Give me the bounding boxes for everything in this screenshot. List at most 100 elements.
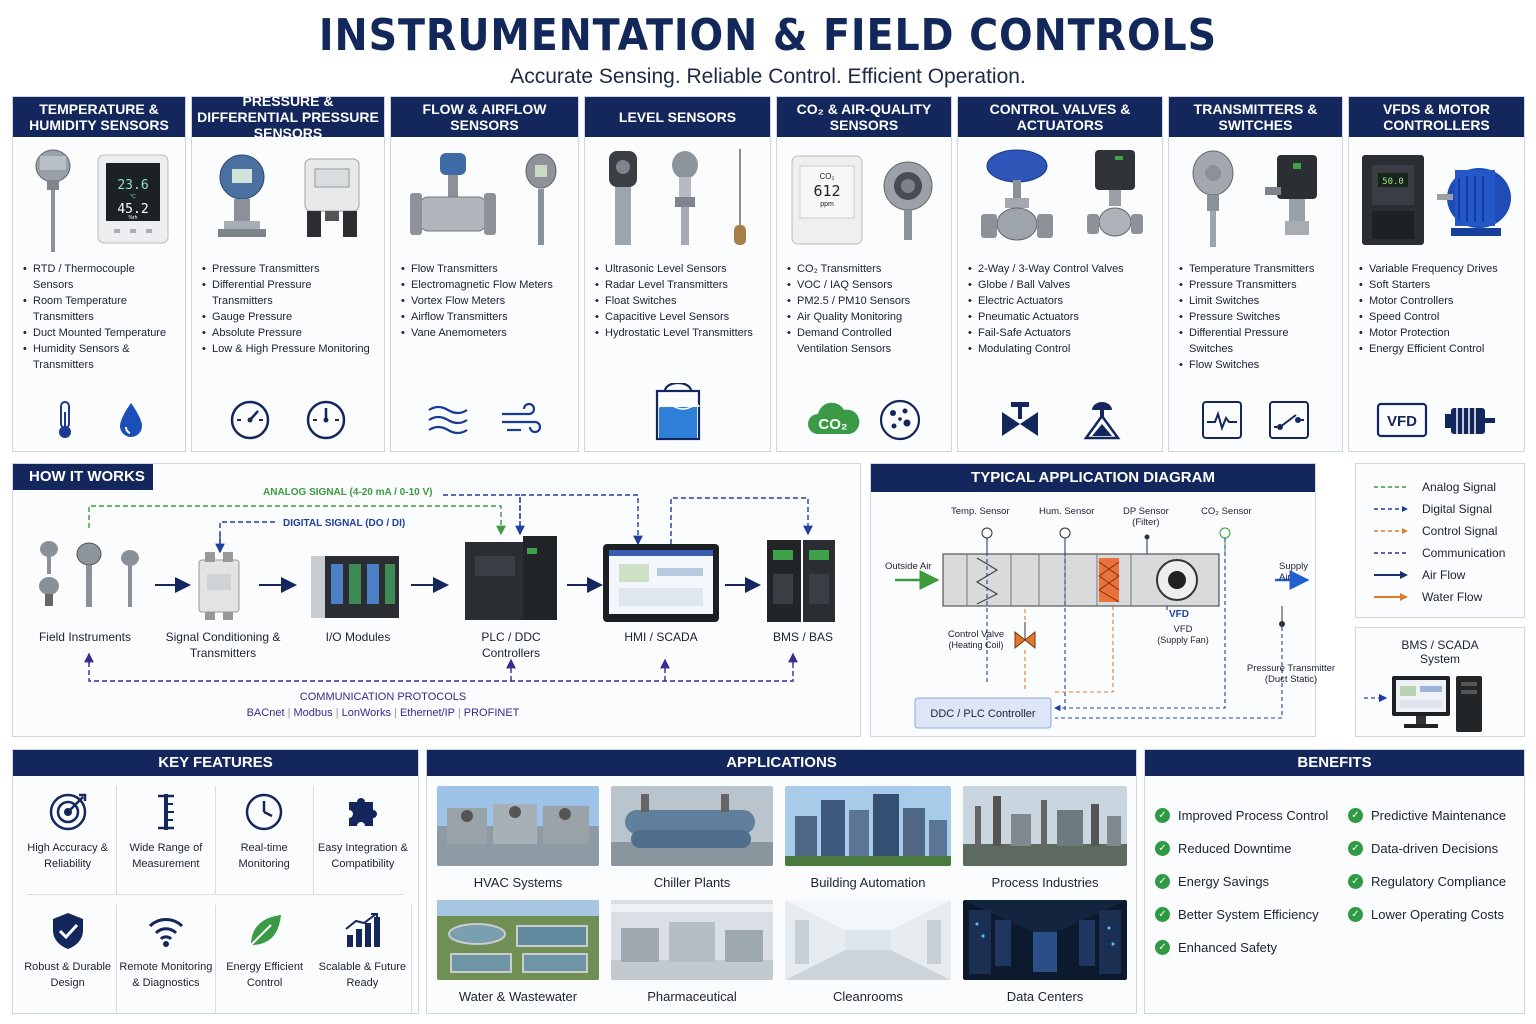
list-item: Humidity Sensors & Transmitters: [23, 341, 175, 373]
communication-line: [88, 654, 794, 682]
check-icon: ✓: [1155, 874, 1170, 889]
list-item: Float Switches: [595, 293, 760, 309]
ruler-icon: [157, 794, 174, 830]
humidity-display-image: 23.6 °C 45.2 %rh: [97, 154, 169, 244]
analog-signal-label: ANALOG SIGNAL (4-20 mA / 0-10 V): [263, 487, 433, 498]
node-signal-conditioning: Signal Conditioning & Transmitters: [165, 630, 281, 660]
wifi-icon: [148, 918, 183, 947]
feature-energy-efficient: Energy Efficient Control: [216, 905, 314, 1013]
plc-ddc-controller-image: [465, 536, 557, 620]
temp-sensor-label: Temp. Sensor: [951, 506, 1010, 517]
target-icon: [49, 793, 86, 831]
list-item: Gauge Pressure: [202, 309, 374, 325]
flow-waves-icon: [428, 405, 468, 435]
filter-element: [975, 557, 999, 605]
thermometer-icon: [58, 401, 71, 438]
category-vfds: VFDS & MOTOR CONTROLLERS 50.0 Variable F…: [1348, 96, 1525, 452]
outside-air-label: Outside Air: [885, 561, 932, 572]
category-level: LEVEL SENSORS Ultrasonic Level Sensors R…: [584, 96, 771, 452]
vfd-drive-image: 50.0: [1362, 155, 1425, 245]
water-wastewater-image: [437, 900, 599, 980]
ddc-plc-controller-box: [914, 697, 1052, 729]
benefit-item: ✓Improved Process Control: [1155, 808, 1328, 823]
list-item: Motor Protection: [1359, 325, 1514, 341]
pressure-transmitter-image: [217, 154, 266, 237]
list-item: Electromagnetic Flow Meters: [401, 277, 568, 293]
pressure-gauge-icon: [306, 400, 346, 440]
growth-chart-icon: [345, 913, 381, 947]
ultrasonic-sensor-image: [609, 151, 638, 245]
cleanrooms-image: [785, 900, 951, 980]
digital-signal-line: [219, 521, 276, 552]
display-temp: 23.6: [117, 178, 148, 193]
protocol-profinet: PROFINET: [463, 707, 520, 719]
co2-sensor-label: CO₂ Sensor: [1201, 506, 1252, 517]
feature-wide-range: Wide Range of Measurement: [117, 786, 216, 894]
list-item: Low & High Pressure Monitoring: [202, 341, 374, 357]
category-title: FLOW & AIRFLOW SENSORS: [391, 97, 578, 137]
application-data-centers: Data Centers: [963, 900, 1127, 1004]
category-valves: CONTROL VALVES & ACTUATORS 2-Way / 3-Way…: [957, 96, 1163, 452]
category-transmitters: TRANSMITTERS & SWITCHES Temperature Tran…: [1168, 96, 1343, 452]
category-title: VFDS & MOTOR CONTROLLERS: [1349, 97, 1524, 137]
node-plc-ddc: PLC / DDC Controllers: [481, 630, 541, 660]
legend-analog: Analog Signal: [1374, 480, 1497, 494]
list-item: Differential Pressure Transmitters: [202, 277, 374, 309]
building-automation-image: [785, 786, 951, 866]
benefit-item: ✓Lower Operating Costs: [1348, 907, 1504, 922]
flow-meter-image: [410, 153, 497, 235]
tank-level-icon: [655, 383, 700, 441]
co2-value: 612: [813, 182, 840, 200]
bms-scada-system-box: BMS / SCADA System: [1355, 627, 1525, 737]
differential-pressure-image: [304, 158, 359, 237]
svg-text:CO₂: CO₂: [818, 416, 847, 433]
legend-digital: Digital Signal: [1356, 498, 1524, 520]
list-item: VOC / IAQ Sensors: [787, 277, 941, 293]
benefit-item: ✓Energy Savings: [1155, 874, 1269, 889]
application-water-wastewater: Water & Wastewater: [437, 900, 599, 1004]
key-features-title: KEY FEATURES: [13, 750, 418, 776]
application-building-automation: Building Automation: [785, 786, 951, 890]
field-instruments-image: [39, 541, 139, 607]
signal-monitor-icon: [1202, 401, 1243, 439]
application-diagram-panel: TYPICAL APPLICATION DIAGRAM: [870, 463, 1335, 737]
node-io-modules: I/O Modules: [325, 630, 391, 644]
list-item: Motor Controllers: [1359, 293, 1514, 309]
clock-icon: [245, 793, 283, 831]
legend-air-flow: Air Flow: [1356, 564, 1524, 586]
feature-remote-monitoring: Remote Monitoring & Diagnostics: [117, 905, 216, 1013]
list-item: 2-Way / 3-Way Control Valves: [968, 261, 1152, 277]
category-items: Pressure Transmitters Differential Press…: [192, 261, 384, 395]
svg-text:°C: °C: [130, 194, 136, 200]
application-hvac: HVAC Systems: [437, 786, 599, 890]
dp-sensor-label: DP Sensor (Filter): [1123, 506, 1169, 528]
particles-icon: [879, 399, 921, 441]
application-cleanrooms: Cleanrooms: [785, 900, 951, 1004]
how-it-works-connections: [39, 494, 835, 682]
list-item: Capacitive Level Sensors: [595, 309, 760, 325]
water-drop-icon: [119, 403, 142, 437]
co2-cloud-icon: CO₂: [808, 402, 860, 434]
list-item: Pressure Transmitters: [202, 261, 374, 277]
protocols-list: BACnet | Modbus | LonWorks | Ethernet/IP…: [246, 707, 520, 719]
list-item: Vortex Flow Meters: [401, 293, 568, 309]
supply-air-label: Supply Air: [1279, 561, 1309, 583]
hum-sensor-label: Hum. Sensor: [1039, 506, 1095, 517]
actuator-icon: [1083, 402, 1120, 440]
node-hmi-scada: HMI / SCADA: [624, 630, 698, 644]
leaf-icon: [249, 915, 281, 946]
benefits-panel: BENEFITS ✓Improved Process Control ✓Redu…: [1144, 749, 1525, 1014]
check-icon: ✓: [1155, 940, 1170, 955]
page-subtitle: Accurate Sensing. Reliable Control. Effi…: [510, 65, 1026, 88]
list-item: Absolute Pressure: [202, 325, 374, 341]
control-valve-label: Control Valve (Heating Coil): [947, 629, 1005, 650]
page-title: INSTRUMENTATION & FIELD CONTROLS: [318, 10, 1218, 61]
list-item: RTD / Thermocouple Sensors: [23, 261, 175, 293]
check-icon: ✓: [1155, 907, 1170, 922]
pharmaceutical-image: [611, 900, 773, 980]
benefit-item: ✓Regulatory Compliance: [1348, 874, 1506, 889]
category-items: RTD / Thermocouple Sensors Room Temperat…: [13, 261, 185, 395]
io-modules-image: [311, 556, 399, 618]
control-valve-image: [981, 149, 1053, 241]
category-title: TRANSMITTERS & SWITCHES: [1169, 97, 1342, 137]
